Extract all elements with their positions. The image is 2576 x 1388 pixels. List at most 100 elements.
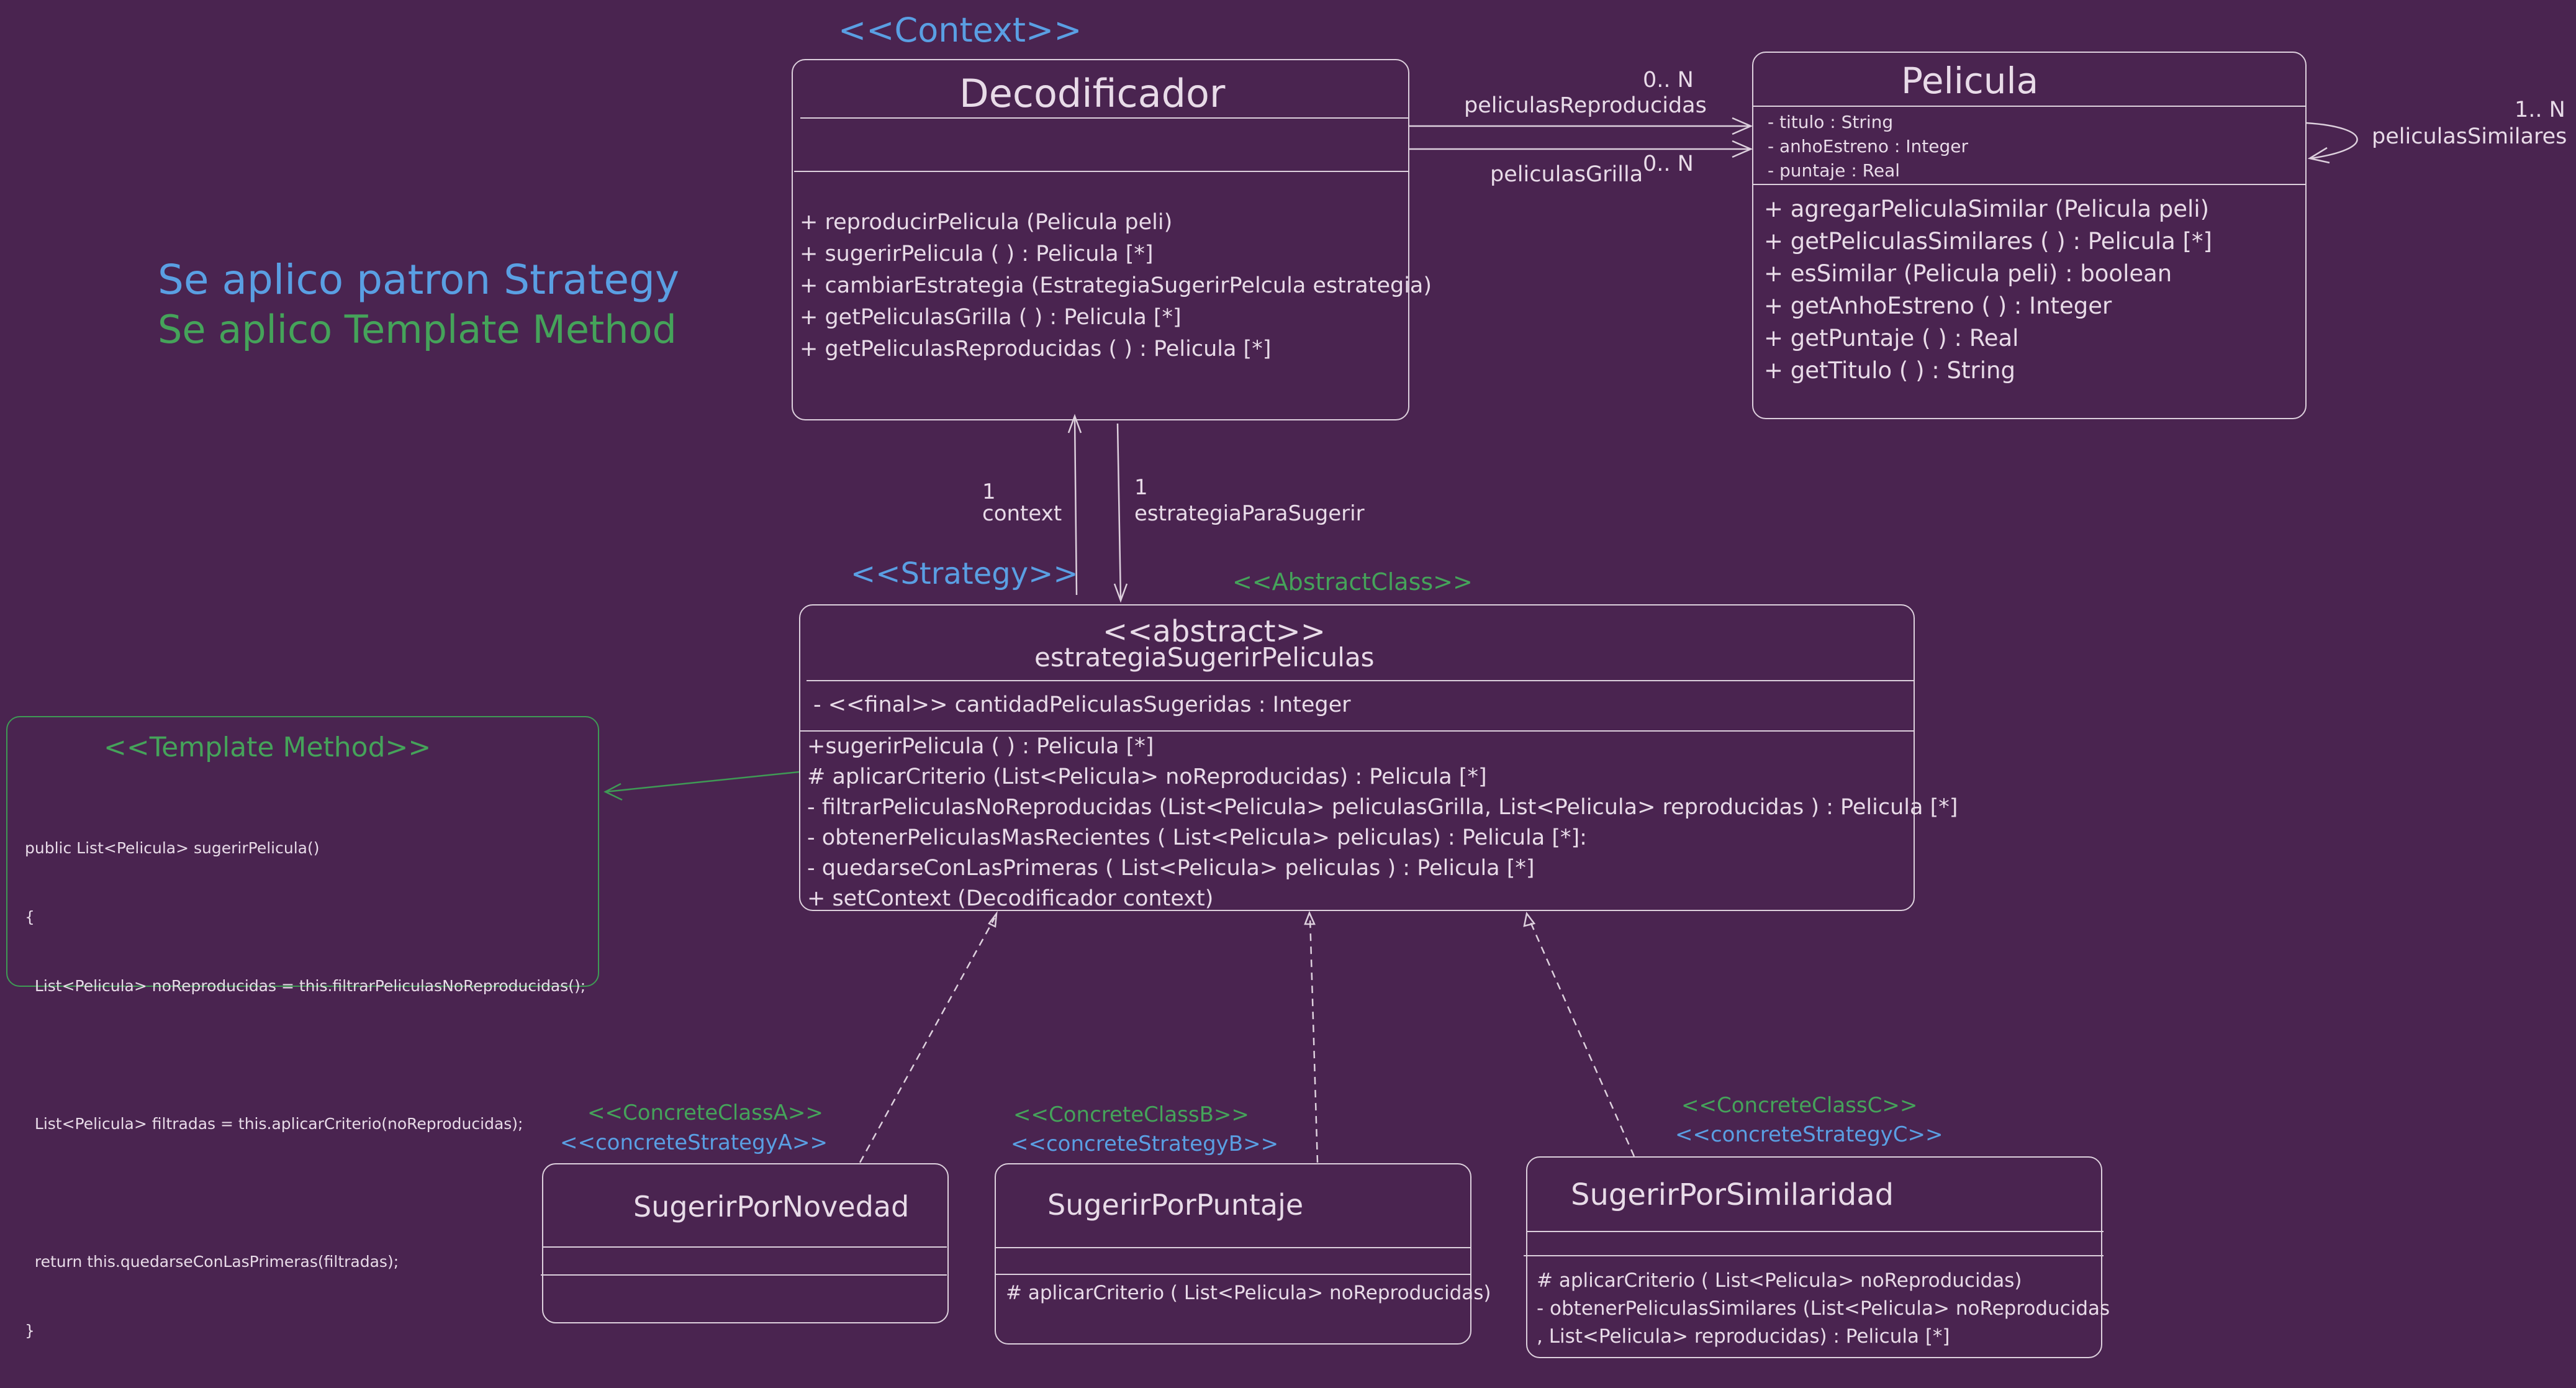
realization-b-line: [1309, 917, 1319, 1163]
class-sugerir-por-similaridad-methods: # aplicarCriterio ( List<Pelicula> noRep…: [1537, 1267, 2110, 1351]
class-sugerir-por-similaridad-divider-2: [1524, 1255, 2104, 1256]
code-line: }: [25, 1322, 35, 1340]
method: + getPeliculasSimilares ( ) : Pelicula […: [1764, 228, 2212, 255]
method: - quedarseConLasPrimeras ( List<Pelicula…: [807, 856, 1535, 881]
class-pelicula: Pelicula - titulo : String - anhoEstreno…: [1752, 52, 2307, 419]
class-estrategia-divider-2: [800, 730, 1915, 732]
class-sugerir-por-similaridad-divider-1: [1527, 1231, 2104, 1232]
association-context-arrowhead: [1067, 414, 1082, 433]
method: + esSimilar (Pelicula peli) : boolean: [1764, 260, 2172, 287]
realization-a-triangle: [988, 910, 998, 928]
class-decodificador-divider-2: [794, 171, 1409, 172]
class-pelicula-divider-2: [1753, 184, 2306, 185]
concrete-a-green-stereotype: <<ConcreteClassA>>: [587, 1100, 823, 1125]
class-decodificador: Decodificador + reproducirPelicula (Peli…: [792, 59, 1432, 420]
class-sugerir-por-puntaje-method: # aplicarCriterio ( List<Pelicula> noRep…: [1006, 1282, 1491, 1304]
class-sugerir-por-puntaje: SugerirPorPuntaje # aplicarCriterio ( Li…: [995, 1163, 1491, 1345]
association-strategy-arrowhead: [1113, 583, 1128, 603]
association-grilla-role: peliculasGrilla: [1490, 162, 1643, 187]
class-decodificador-methods: + reproducirPelicula (Pelicula peli) + s…: [800, 207, 1432, 365]
method: + agregarPeliculaSimilar (Pelicula peli): [1764, 196, 2210, 222]
concrete-b-blue-stereotype: <<concreteStrategyB>>: [1011, 1132, 1279, 1156]
method: - obtenerPeliculasMasRecientes ( List<Pe…: [807, 825, 1587, 850]
association-similares-loop: [2306, 122, 2358, 160]
template-method-code: public List<Pelicula> sugerirPelicula() …: [25, 791, 585, 1388]
method: + sugerirPelicula ( ) : Pelicula [*]: [800, 242, 1154, 266]
realization-b-triangle: [1304, 910, 1316, 925]
method: # aplicarCriterio ( List<Pelicula> noRep…: [1537, 1269, 2022, 1292]
method: + getTitulo ( ) : String: [1764, 357, 2015, 384]
association-strategy-line: [1116, 423, 1122, 600]
association-context-multiplicity: 1: [982, 479, 996, 504]
concrete-b-green-stereotype: <<ConcreteClassB>>: [1013, 1102, 1249, 1127]
class-sugerir-por-similaridad: SugerirPorSimilaridad # aplicarCriterio …: [1524, 1156, 2110, 1358]
class-pelicula-attributes: - titulo : String - anhoEstreno : Intege…: [1768, 110, 1968, 183]
realization-c-triangle: [1523, 912, 1536, 927]
method: + getPeliculasGrilla ( ) : Pelicula [*]: [800, 305, 1182, 330]
note-template: Se aplico Template Method: [158, 307, 677, 352]
realization-a-line: [859, 917, 996, 1163]
concrete-c-green-stereotype: <<ConcreteClassC>>: [1681, 1093, 1918, 1118]
method: # aplicarCriterio (List<Pelicula> noRepr…: [807, 764, 1487, 789]
code-line: List<Pelicula> filtradas = this.aplicarC…: [25, 1115, 523, 1133]
concrete-a-blue-stereotype: <<concreteStrategyA>>: [560, 1130, 828, 1155]
attribute: - anhoEstreno : Integer: [1768, 136, 1968, 156]
method: + getPuntaje ( ) : Real: [1764, 325, 2019, 352]
method: + setContext (Decodificador context): [807, 886, 1214, 911]
association-similares-arrowhead: [2307, 147, 2330, 164]
context-stereotype: <<Context>>: [838, 11, 1082, 50]
association-strategy-multiplicity: 1: [1134, 475, 1148, 500]
method: - obtenerPeliculasSimilares (List<Pelicu…: [1537, 1297, 2110, 1320]
association-grilla-arrowhead: [1732, 140, 1753, 158]
association-reproducidas-role: peliculasReproducidas: [1464, 93, 1707, 118]
code-line: return this.quedarseConLasPrimeras(filtr…: [25, 1253, 399, 1271]
class-pelicula-methods: + agregarPeliculaSimilar (Pelicula peli)…: [1764, 193, 2212, 387]
association-context-role: context: [982, 501, 1062, 526]
template-method-title: <<Template Method>>: [104, 732, 432, 763]
class-sugerir-por-similaridad-name: SugerirPorSimilaridad: [1571, 1177, 1894, 1212]
class-sugerir-por-novedad-divider-1: [543, 1246, 947, 1248]
method: + getAnhoEstreno ( ) : Integer: [1764, 293, 2112, 319]
class-sugerir-por-novedad-divider-2: [541, 1274, 947, 1276]
template-note-link: [605, 771, 800, 793]
class-estrategia-methods: +sugerirPelicula ( ) : Pelicula [*] # ap…: [807, 732, 1958, 914]
association-context-line: [1073, 417, 1078, 596]
class-sugerir-por-novedad: SugerirPorNovedad: [541, 1163, 949, 1323]
code-line: [25, 1181, 585, 1204]
attribute: - puntaje : Real: [1768, 160, 1900, 181]
association-reproducidas-arrowhead: [1732, 117, 1753, 135]
code-line: List<Pelicula> noReproducidas = this.fil…: [25, 977, 586, 995]
class-sugerir-por-novedad-name: SugerirPorNovedad: [633, 1190, 910, 1223]
class-estrategia-name: estrategiaSugerirPeliculas: [1034, 642, 1375, 673]
attribute: - titulo : String: [1768, 112, 1894, 132]
class-pelicula-name: Pelicula: [1901, 60, 2039, 102]
association-similares-role: peliculasSimilares: [2372, 124, 2567, 149]
association-reproducidas-multiplicity: 0.. N: [1643, 68, 1694, 93]
class-sugerir-por-puntaje-divider-2: [996, 1274, 1471, 1275]
code-line: [25, 1043, 585, 1066]
method: + getPeliculasReproducidas ( ) : Pelicul…: [800, 337, 1272, 361]
class-sugerir-por-puntaje-divider-1: [996, 1247, 1471, 1248]
method: - filtrarPeliculasNoReproducidas (List<P…: [807, 795, 1958, 820]
class-sugerir-por-puntaje-name: SugerirPorPuntaje: [1047, 1188, 1304, 1222]
class-estrategia: <<abstract>> estrategiaSugerirPeliculas …: [799, 604, 1958, 911]
method: , List<Pelicula> reproducidas) : Pelicul…: [1537, 1325, 1950, 1348]
realization-c-line: [1527, 917, 1635, 1157]
method: +sugerirPelicula ( ) : Pelicula [*]: [807, 734, 1154, 759]
class-estrategia-attribute: - <<final>> cantidadPeliculasSugeridas :…: [813, 692, 1351, 717]
strategy-stereotype: <<Strategy>>: [851, 556, 1078, 591]
class-decodificador-divider-1: [800, 117, 1409, 119]
template-method-note: <<Template Method>> public List<Pelicula…: [6, 716, 599, 1340]
association-strategy-role: estrategiaParaSugerir: [1134, 501, 1365, 526]
class-decodificador-name: Decodificador: [959, 71, 1226, 116]
method: + reproducirPelicula (Pelicula peli): [800, 210, 1173, 235]
code-line: public List<Pelicula> sugerirPelicula(): [25, 839, 320, 857]
class-estrategia-stereotype: <<abstract>>: [1103, 614, 1326, 649]
class-estrategia-divider-1: [807, 680, 1915, 681]
template-note-arrowhead: [603, 782, 623, 801]
class-pelicula-divider-1: [1753, 106, 2306, 107]
association-similares-multiplicity: 1.. N: [2515, 98, 2565, 122]
abstractclass-stereotype: <<AbstractClass>>: [1232, 568, 1473, 596]
